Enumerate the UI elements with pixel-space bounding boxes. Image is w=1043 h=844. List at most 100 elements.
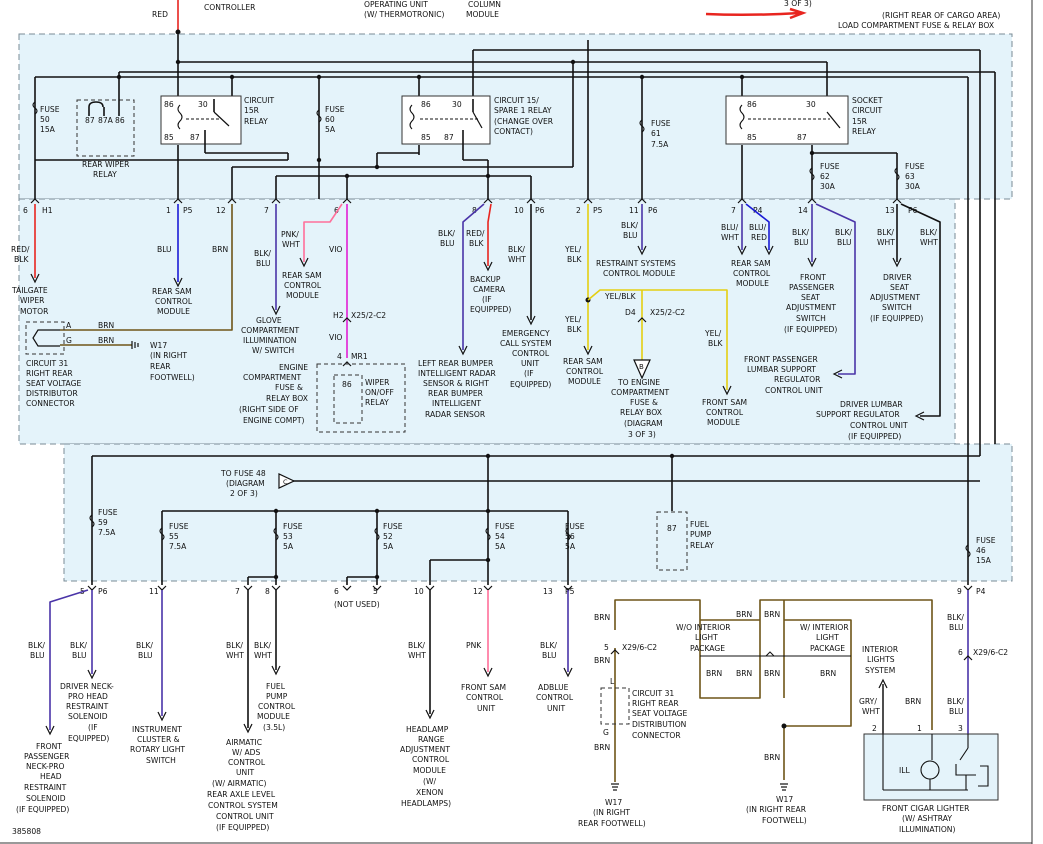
conn-x29-right: X29/6-C2 (973, 648, 1008, 657)
wire-label-gry-2: WHT (862, 707, 880, 716)
arrow-lumbar (832, 369, 843, 379)
svg-text:13: 13 (543, 587, 553, 596)
arrow-instrument (157, 711, 167, 722)
conn-pin1: 1 (917, 724, 922, 733)
fuse-55: FUSE 55 7.5A (159, 522, 189, 551)
headlamp-4: CONTROL (412, 755, 450, 764)
tailgate-wiper-1: TAILGATE (11, 286, 48, 295)
wire-label-ab-1: BLK/ (540, 641, 557, 650)
svg-text:30: 30 (806, 100, 816, 109)
wire-label-ic-2: BLU (138, 651, 153, 660)
svg-text:13: 13 (885, 206, 895, 215)
wire-label-fn-2: BLU (30, 651, 45, 660)
front-pass-lumbar-2: LUMBAR SUPPORT (747, 365, 816, 374)
front-pass-lumbar-1: FRONT PASSENGER (744, 355, 818, 364)
svg-text:52: 52 (383, 532, 393, 541)
airmatic-3: CONTROL (228, 758, 266, 767)
svg-text:54: 54 (495, 532, 505, 541)
adblue-3: UNIT (547, 704, 565, 713)
svg-text:5: 5 (373, 587, 378, 596)
wire-label-gry-1: GRY/ (859, 697, 877, 706)
wire-label-brn-b3: BRN (594, 743, 610, 752)
cigar-2: (W/ ASHTRAY (902, 814, 952, 823)
driver-neck-5: (IF (88, 723, 98, 732)
svg-text:(CHANGE OVER: (CHANGE OVER (494, 117, 554, 126)
headlamp-5: MODULE (413, 766, 446, 775)
svg-text:87: 87 (667, 524, 677, 533)
svg-text:CONTACT): CONTACT) (494, 127, 533, 136)
conn-pin5: 5 (604, 643, 609, 652)
svg-text:30: 30 (452, 100, 462, 109)
engine-fuse-1-f: ENGINE COMPT) (243, 416, 305, 425)
ground-w17-right (780, 783, 788, 791)
conn-pin2: 2 (872, 724, 877, 733)
wire-label-fp-1: BLK/ (254, 641, 271, 650)
left-rear-bumper-4: REAR BUMPER (428, 389, 484, 398)
driver-neck-3: RESTRAINT (66, 702, 109, 711)
svg-text:PUMP: PUMP (690, 530, 712, 539)
fuse-60: FUSE 60 5A (316, 105, 345, 134)
socket-circuit-relay: 86 30 85 87 SOCKET CIRCUIT 15R RELAY (725, 95, 883, 145)
svg-text:8: 8 (472, 206, 477, 215)
svg-text:85: 85 (747, 133, 757, 142)
header-operating: OPERATING UNIT (364, 0, 428, 9)
bottom-junction-dots (273, 453, 675, 580)
front-pass-seat-4: ADJUSTMENT (786, 303, 836, 312)
conn-x29-top: X29/6-C2 (622, 643, 657, 652)
top-bus-wiring (34, 32, 996, 585)
footer-code: 385808 (12, 827, 41, 836)
wire-label-cig-3: BLK/ (947, 697, 964, 706)
svg-text:85: 85 (421, 133, 431, 142)
wire-label-brn-b10: BRN (764, 753, 780, 762)
front-neck-2: PASSENGER (24, 752, 70, 761)
cigar-lighter-internals (882, 734, 989, 791)
bottom-pin-labels: 5 P6 11 7 8 6 5 (NOT USED) 10 12 13 P5 9… (80, 587, 986, 609)
engine-fuse-2-d: RELAY BOX (620, 408, 662, 417)
wire-label-yel-blk-2: BLK (567, 255, 582, 264)
driver-lumbar-4: (IF EQUIPPED) (848, 432, 901, 441)
arrow-driver-seat (892, 257, 902, 268)
svg-text:7: 7 (235, 587, 240, 596)
driver-seat-4: SWITCH (882, 303, 912, 312)
wire-label-yel-blk-inline: YEL/BLK (604, 292, 637, 301)
engine-fuse-2-c: FUSE & (630, 398, 658, 407)
svg-text:61: 61 (651, 129, 661, 138)
w-interior-2: LIGHT (816, 633, 839, 642)
restraint-1: RESTRAINT SYSTEMS (596, 259, 676, 268)
tailgate-wiper-2: WIPER (20, 296, 45, 305)
engine-fuse-2-b: COMPARTMENT (611, 388, 670, 397)
arrow-front-neck (45, 725, 55, 736)
wiper-relay-3: RELAY (365, 398, 389, 407)
front-pass-seat-2: PASSENGER (789, 283, 835, 292)
cigar-3: ILLUMINATION) (899, 825, 955, 834)
wire-label-blk-blu-lumbar-1: BLK/ (835, 228, 852, 237)
svg-text:11: 11 (149, 587, 159, 596)
wiper-relay-pin: 86 (342, 380, 352, 389)
svg-text:86: 86 (115, 116, 125, 125)
svg-text:15A: 15A (976, 556, 992, 565)
instrument-1: INSTRUMENT (132, 725, 182, 734)
header-module: MODULE (466, 10, 499, 19)
svg-text:P6: P6 (535, 206, 545, 215)
arrow-restraint (637, 245, 647, 256)
svg-text:8: 8 (265, 587, 270, 596)
wire-label-cig-2: BLU (949, 623, 964, 632)
front-sam-2-a: FRONT SAM (461, 683, 506, 692)
instrument-4: SWITCH (146, 756, 176, 765)
front-pass-seat-6: (IF EQUIPPED) (784, 325, 837, 334)
airmatic-2: W/ ADS (232, 748, 261, 757)
svg-text:FUSE: FUSE (383, 522, 403, 531)
glove-3: ILLUMINATION (243, 336, 297, 345)
arrow-seat (807, 257, 817, 268)
w17-top-2: (IN RIGHT (150, 351, 187, 360)
conn-mr1: MR1 (351, 352, 368, 361)
wire-red-blk-camera (487, 203, 492, 266)
conn-h2: H2 (333, 311, 344, 320)
conn-x25-d4: X25/2-C2 (650, 308, 685, 317)
circuit31-top-3: SEAT VOLTAGE (26, 379, 81, 388)
svg-text:CIRCUIT: CIRCUIT (244, 96, 275, 105)
conn-pin3: 3 (958, 724, 963, 733)
glove-2: COMPARTMENT (241, 326, 300, 335)
arrow-blu-red (764, 245, 774, 256)
